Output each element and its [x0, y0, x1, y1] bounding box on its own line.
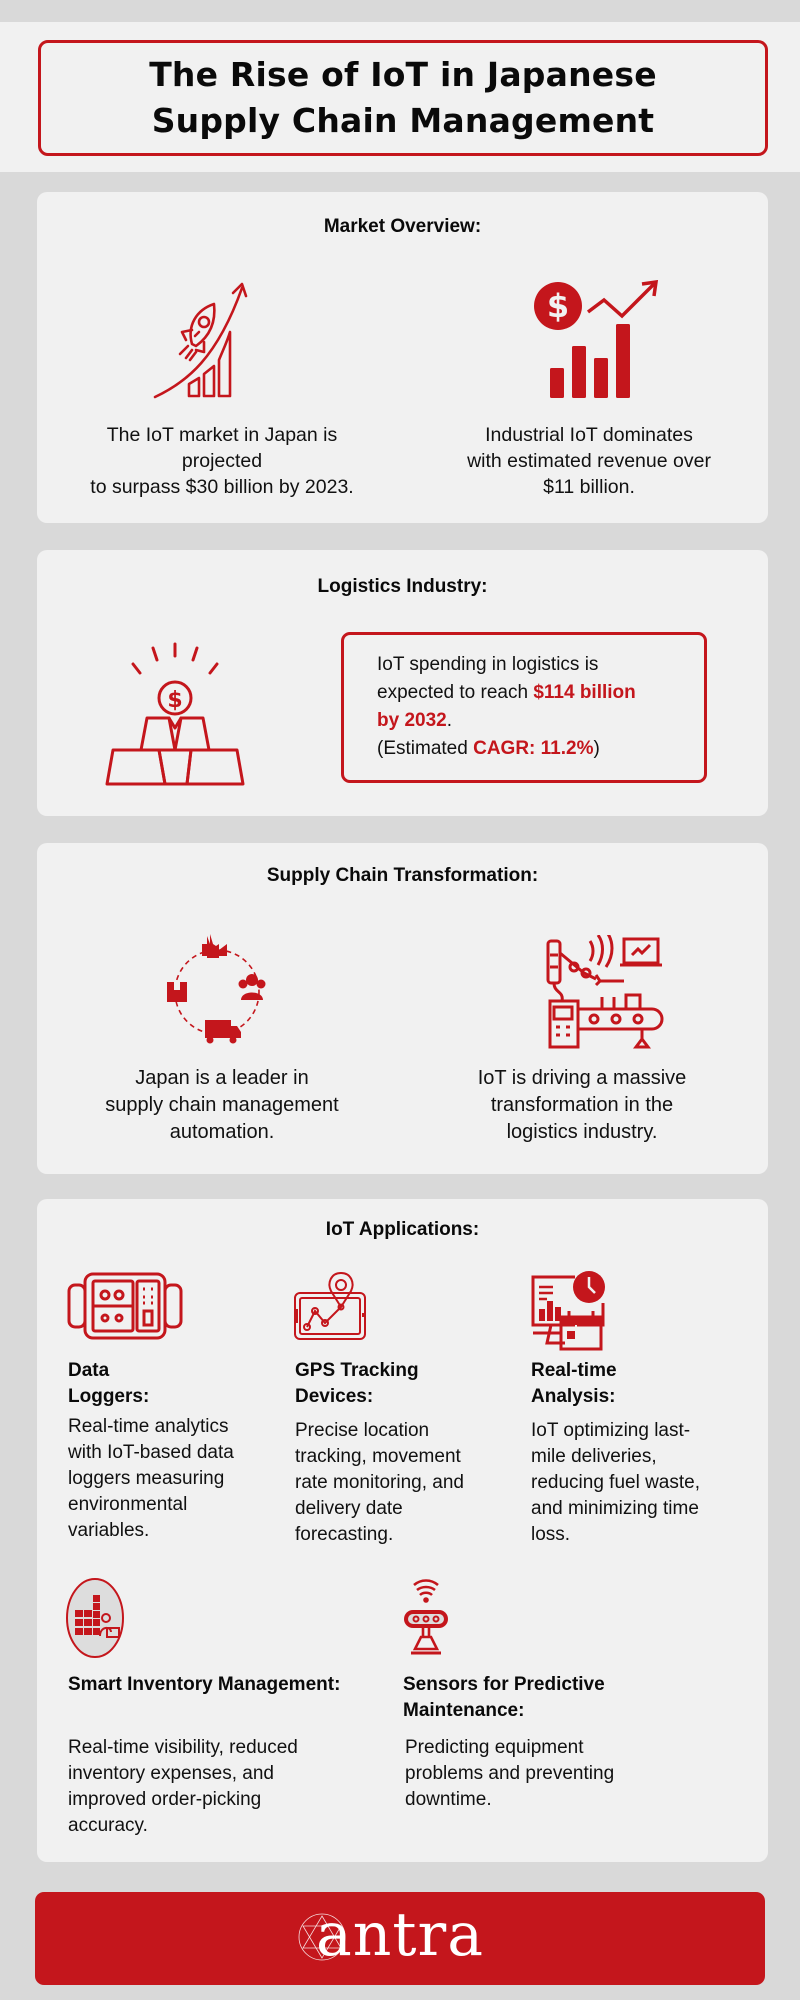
app-title-inventory: Smart Inventory Management: — [68, 1672, 340, 1698]
predictive-sensor-icon — [404, 1579, 448, 1655]
app-desc-sensors: Predicting equipment problems and preven… — [405, 1735, 614, 1813]
highlight-amount: $114 billion — [533, 682, 636, 703]
market-overview-title: Market Overview: — [323, 216, 482, 237]
text-line: logistics industry. — [506, 1121, 658, 1143]
app-desc-data-loggers: Real-time analytics with IoT-based data … — [68, 1414, 234, 1544]
highlight-year: by 2032 — [377, 710, 447, 731]
text-line: supply chain management — [105, 1094, 339, 1116]
text-line: forecasting. — [295, 1524, 394, 1545]
inventory-warehouse-icon — [66, 1578, 124, 1658]
text-line: loggers measuring — [68, 1468, 225, 1489]
app-title-gps: GPS Tracking Devices: — [295, 1358, 419, 1410]
text-line: Smart Inventory Management: — [68, 1674, 341, 1695]
text-part: IoT spending in logistics is — [377, 654, 599, 675]
app-desc-realtime: IoT optimizing last- mile deliveries, re… — [531, 1418, 700, 1548]
rocket-growth-chart-icon — [153, 282, 248, 399]
text-part: ) — [593, 738, 600, 759]
cagr-highlight: CAGR: 11.2% — [473, 738, 594, 759]
app-desc-inventory: Real-time visibility, reduced inventory … — [68, 1735, 298, 1839]
page-title: The Rise of IoT in Japanese Supply Chain… — [149, 52, 657, 144]
text-line: with estimated revenue over — [467, 450, 711, 472]
dollar-bar-chart-icon: $ — [534, 280, 659, 398]
gold-bars-dollar-icon: $ — [105, 642, 245, 786]
text-line: transformation in the — [490, 1094, 674, 1116]
supply-chain-cycle-icon — [167, 934, 266, 1044]
text-line: inventory expenses, and — [68, 1763, 274, 1784]
robotic-conveyor-icon — [546, 935, 664, 1049]
applications-title: IoT Applications: — [325, 1219, 480, 1240]
applications-card: IoT Applications: Data Loggers: Real-tim… — [37, 1199, 768, 1862]
footer-logo: antra — [316, 1899, 484, 1970]
text-line: tracking, movement — [295, 1446, 461, 1467]
header-band — [0, 22, 800, 172]
text-line: Data — [68, 1360, 110, 1381]
text-line: IoT is driving a massive — [477, 1067, 687, 1089]
title-line-1: The Rise of IoT in Japanese — [149, 55, 657, 94]
text-line: Japan is a leader in — [135, 1067, 309, 1089]
transformation-item-1-text: Japan is a leader in supply chain manage… — [57, 1065, 387, 1146]
text-line: rate monitoring, and — [295, 1472, 464, 1493]
market-item-2-text: Industrial IoT dominates with estimated … — [434, 422, 744, 500]
text-line: The IoT market in Japan is — [106, 424, 338, 446]
text-part: . — [446, 710, 453, 731]
footer-banner: antra — [35, 1892, 765, 1985]
text-line: Maintenance: — [403, 1700, 525, 1721]
text-line: Industrial IoT dominates — [485, 424, 693, 446]
transformation-title: Supply Chain Transformation: — [266, 865, 539, 886]
svg-text:$: $ — [167, 688, 182, 713]
app-title-data-loggers: Data Loggers: — [68, 1358, 149, 1410]
transformation-card: Supply Chain Transformation: — [37, 843, 768, 1174]
text-line: Sensors for Predictive — [403, 1674, 605, 1695]
text-line: reducing fuel waste, — [531, 1472, 700, 1493]
text-line: loss. — [531, 1524, 571, 1545]
text-line: Analysis: — [531, 1386, 616, 1407]
text-line: mile deliveries, — [531, 1446, 657, 1467]
title-box: The Rise of IoT in Japanese Supply Chain… — [38, 40, 768, 156]
app-title-sensors: Sensors for Predictive Maintenance: — [403, 1672, 605, 1724]
text-line: accuracy. — [68, 1815, 148, 1836]
text-line: $11 billion. — [543, 476, 635, 498]
text-line: with IoT-based data — [68, 1442, 234, 1463]
text-line: Predicting equipment — [405, 1737, 584, 1758]
data-logger-icon — [67, 1272, 183, 1340]
text-line: and minimizing time — [531, 1498, 699, 1519]
text-line: Real-time analytics — [68, 1416, 229, 1437]
market-overview-card: Market Overview: $ The IoT market in Jap… — [37, 192, 768, 523]
logistics-title: Logistics Industry: — [317, 576, 488, 597]
text-part: (Estimated — [377, 738, 474, 759]
text-line: environmental — [68, 1494, 188, 1515]
text-part: expected to reach — [377, 682, 534, 703]
gps-tablet-icon — [294, 1271, 366, 1340]
text-line: Real-time — [531, 1360, 617, 1381]
text-line: Real-time visibility, reduced — [68, 1737, 298, 1758]
text-line: to surpass $30 billion by 2023. — [90, 476, 354, 498]
title-line-2: Supply Chain Management — [151, 101, 655, 140]
text-line: variables. — [68, 1520, 150, 1541]
text-line: Loggers: — [68, 1386, 150, 1407]
text-line: improved order-picking — [68, 1789, 262, 1810]
logistics-stat-box: IoT spending in logistics is expected to… — [341, 632, 707, 783]
logo-emblem-icon — [298, 1913, 346, 1961]
text-line: IoT optimizing last- — [531, 1420, 691, 1441]
text-line: downtime. — [405, 1789, 492, 1810]
logistics-stat-text: IoT spending in logistics is expected to… — [377, 651, 697, 763]
app-desc-gps: Precise location tracking, movement rate… — [295, 1418, 464, 1548]
market-item-1-text: The IoT market in Japan is projected to … — [57, 422, 387, 500]
text-line: GPS Tracking — [295, 1360, 419, 1381]
transformation-item-2-text: IoT is driving a massive transformation … — [427, 1065, 737, 1146]
realtime-monitor-icon — [531, 1271, 605, 1351]
text-line: delivery date — [295, 1498, 403, 1519]
logistics-card: Logistics Industry: $ — [37, 550, 768, 816]
text-line: Devices: — [295, 1386, 374, 1407]
app-title-realtime: Real-time Analysis: — [531, 1358, 617, 1410]
svg-text:$: $ — [547, 287, 569, 325]
text-line: Precise location — [295, 1420, 430, 1441]
text-line: automation. — [169, 1121, 275, 1143]
text-line: problems and preventing — [405, 1763, 615, 1784]
text-line: projected — [181, 450, 263, 472]
